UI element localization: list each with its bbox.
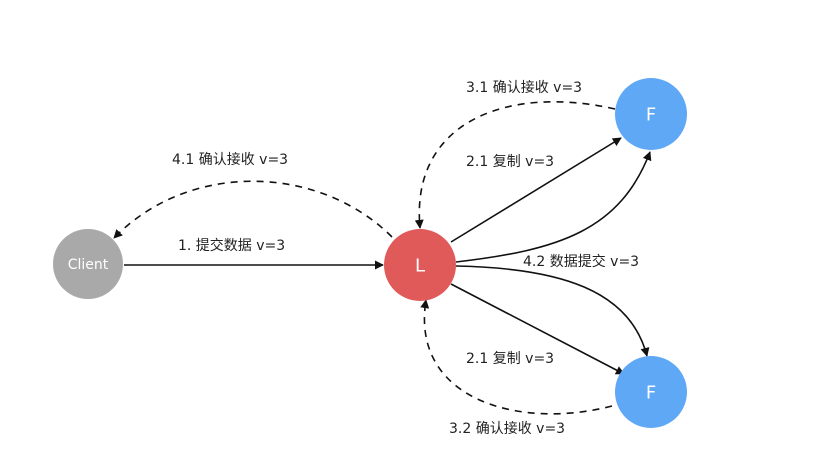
ack-bottom-label: 3.2 确认接收 v=3	[449, 420, 565, 437]
leader-circle	[384, 229, 456, 301]
leader-node: L	[384, 229, 456, 301]
ack-top-edge	[414, 101, 616, 229]
replicate-bottom-label: 2.1 复制 v=3	[466, 350, 554, 367]
edges	[113, 101, 652, 415]
replicate-top-edge	[450, 137, 622, 243]
commit-top-edge	[455, 151, 652, 263]
edge-labels: 1. 提交数据 v=3 2.1 复制 v=3 2.1 复制 v=3 3.1 确认…	[172, 79, 639, 437]
leader-label: L	[415, 256, 425, 277]
ack-bottom-edge	[420, 299, 613, 415]
client-circle	[53, 229, 123, 299]
follower-top-label: F	[646, 105, 656, 126]
commit-label: 4.2 数据提交 v=3	[523, 253, 639, 270]
ack-client-label: 4.1 确认接收 v=3	[172, 151, 288, 168]
follower-bottom-node: F	[615, 356, 687, 428]
follower-bottom-circle	[615, 356, 687, 428]
follower-top-circle	[615, 78, 687, 150]
client-label: Client	[68, 257, 109, 273]
ack-client-edge	[113, 180, 393, 239]
follower-top-node: F	[615, 78, 687, 150]
replicate-bottom-edge	[450, 283, 625, 375]
client-node: Client	[53, 229, 123, 299]
commit-bottom-edge	[455, 265, 650, 357]
submit-label: 1. 提交数据 v=3	[178, 237, 285, 254]
replicate-top-label: 2.1 复制 v=3	[466, 153, 554, 170]
ack-top-label: 3.1 确认接收 v=3	[466, 79, 582, 96]
follower-bottom-label: F	[646, 383, 656, 404]
